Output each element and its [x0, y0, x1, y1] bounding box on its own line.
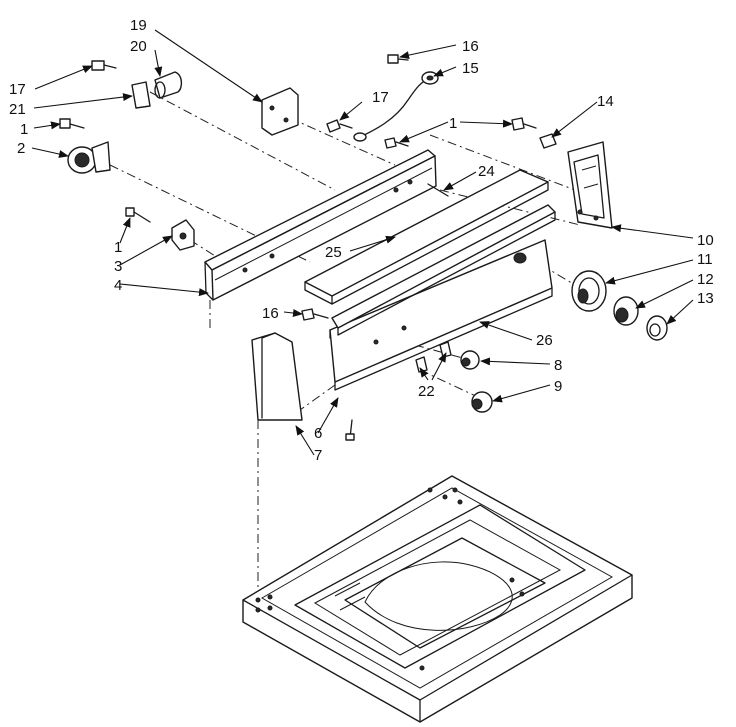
- callout-10: 10: [697, 232, 714, 249]
- leader-lines: [31, 29, 694, 456]
- timer-knob-assembly: [571, 270, 668, 341]
- callout-24: 24: [478, 163, 495, 180]
- control-rail: [204, 149, 437, 301]
- callout-17-left: 17: [9, 81, 26, 98]
- callout-1-center: 1: [449, 115, 457, 132]
- callout-13: 13: [697, 290, 714, 307]
- callout-7: 7: [314, 447, 322, 464]
- callout-16-left: 16: [262, 305, 279, 322]
- end-cap-right: [539, 133, 613, 229]
- callout-6: 6: [314, 425, 322, 442]
- cabinet-holes: [255, 487, 525, 671]
- callout-14: 14: [597, 93, 614, 110]
- callout-11: 11: [697, 251, 713, 268]
- callout-19: 19: [130, 17, 147, 34]
- callout-labels: 17 21 1 2 19 20 17 16 15 1 14 24 25 1 3 …: [9, 17, 714, 464]
- callout-20: 20: [130, 38, 147, 55]
- callout-21: 21: [9, 101, 26, 118]
- callout-12: 12: [697, 271, 714, 288]
- callout-2: 2: [17, 140, 25, 157]
- callout-3: 3: [114, 258, 122, 275]
- callout-4: 4: [114, 277, 122, 294]
- callout-8: 8: [554, 357, 562, 374]
- control-knobs: [415, 341, 493, 413]
- hardware-parts: [59, 54, 537, 441]
- callout-15: 15: [462, 60, 479, 77]
- callout-25: 25: [325, 244, 342, 261]
- callout-1-mid-left: 1: [114, 239, 122, 256]
- callout-16-top: 16: [462, 38, 479, 55]
- callout-9: 9: [554, 378, 562, 395]
- callout-26: 26: [536, 332, 553, 349]
- cabinet-top: [242, 475, 633, 723]
- callout-1-top-left: 1: [20, 121, 28, 138]
- callout-22: 22: [418, 383, 435, 400]
- channel-strip: [304, 169, 556, 336]
- end-cap-left: [251, 332, 303, 421]
- callout-17-mid: 17: [372, 89, 389, 106]
